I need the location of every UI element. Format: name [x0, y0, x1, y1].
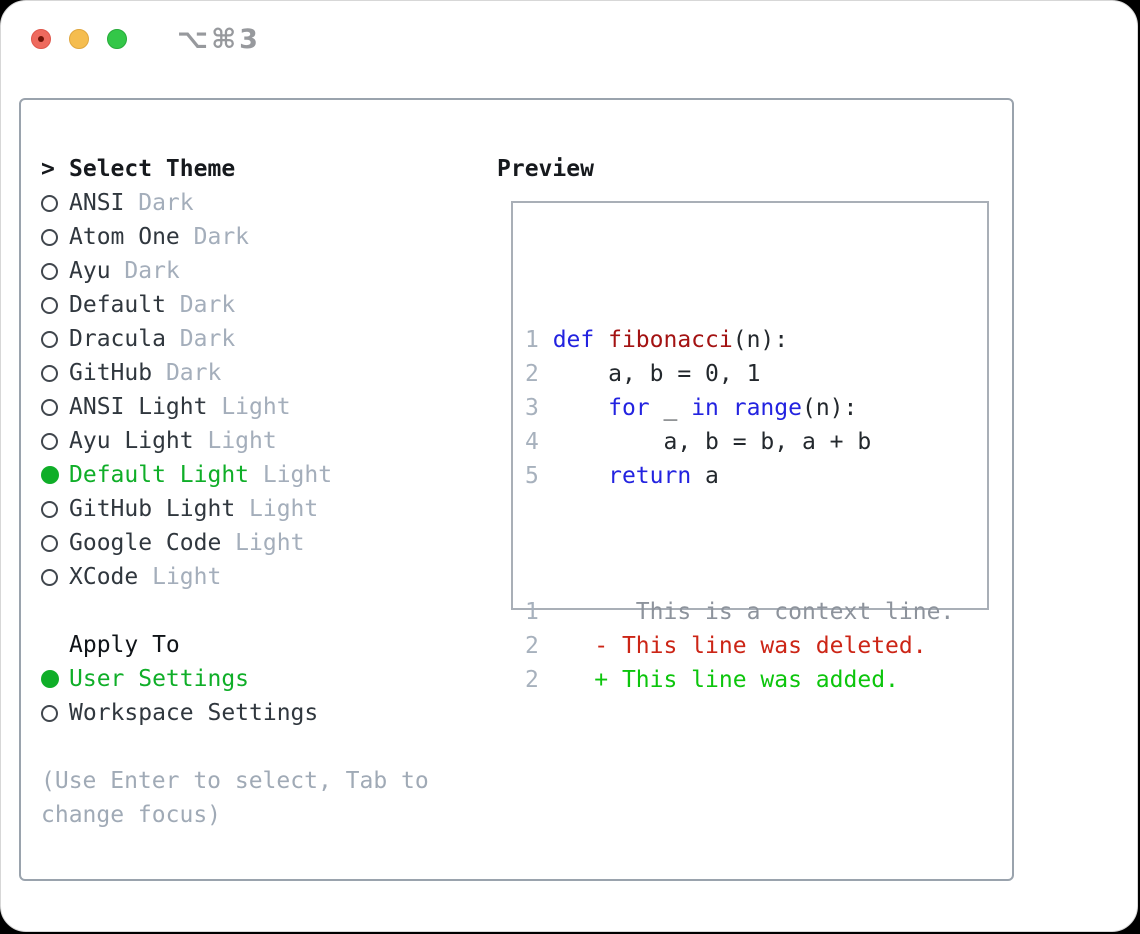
theme-option-github[interactable]: GitHub Dark — [41, 356, 481, 390]
radio-icon — [41, 262, 58, 280]
option-label: XCode — [69, 564, 139, 590]
theme-list-title: Select Theme — [69, 156, 236, 182]
option-label: ANSI Light — [69, 394, 208, 420]
apply-option-workspace-settings[interactable]: Workspace Settings — [41, 696, 481, 730]
minimize-button[interactable] — [69, 29, 89, 49]
radio-icon — [41, 534, 58, 552]
option-label: Ayu — [69, 258, 111, 284]
radio-icon — [41, 704, 58, 722]
option-label: Workspace Settings — [69, 700, 319, 726]
radio-icon — [41, 228, 58, 246]
selection-caret-icon: > — [41, 156, 55, 182]
window-title: ⌥⌘3 — [177, 23, 261, 55]
radio-icon — [41, 364, 58, 382]
variant-label: Dark — [152, 360, 222, 386]
close-button[interactable] — [31, 29, 51, 49]
variant-label: Dark — [165, 326, 236, 352]
theme-list-header: > Select Theme — [41, 152, 481, 186]
variant-label: Light — [193, 428, 277, 454]
code-line-4: 4 a, b = b, a + b — [525, 429, 872, 455]
radio-selected-icon — [41, 466, 59, 484]
theme-option-google-code[interactable]: Google Code Light — [41, 526, 481, 560]
option-label: ANSI — [69, 190, 125, 216]
diff-line-2: 2 - This line was deleted. — [525, 633, 927, 659]
option-label: Google Code — [69, 530, 222, 556]
theme-option-ayu-light[interactable]: Ayu Light Light — [41, 424, 481, 458]
variant-label: Light — [235, 496, 319, 522]
option-label: GitHub Light — [69, 496, 236, 522]
theme-option-default-light[interactable]: Default Light Light — [41, 458, 481, 492]
variant-label: Dark — [110, 258, 180, 284]
diff-line-3: 2 + This line was added. — [525, 667, 899, 693]
option-label: Default — [69, 292, 166, 318]
radio-selected-icon — [41, 670, 59, 688]
option-label: Atom One — [69, 224, 180, 250]
radio-icon — [41, 500, 58, 518]
apply-to-title: Apply To — [69, 632, 180, 658]
radio-icon — [41, 194, 58, 212]
apply-to-header: Apply To — [41, 628, 481, 662]
code-line-1: 1 def fibonacci(n): — [525, 327, 789, 353]
variant-label: Light — [221, 530, 305, 556]
apply-option-user-settings[interactable]: User Settings — [41, 662, 481, 696]
code-preview: 1 def fibonacci(n): 2 a, b = 0, 1 3 for _ … — [525, 323, 954, 493]
theme-option-github-light[interactable]: GitHub Light Light — [41, 492, 481, 526]
variant-label: Dark — [124, 190, 194, 216]
radio-icon — [41, 432, 58, 450]
option-label: Default Light — [69, 462, 250, 488]
variant-label: Light — [249, 462, 333, 488]
radio-icon — [41, 398, 58, 416]
theme-option-ansi[interactable]: ANSI Dark — [41, 186, 481, 220]
traffic-lights — [31, 29, 127, 49]
variant-label: Light — [138, 564, 222, 590]
variant-label: Dark — [179, 224, 250, 250]
preview-title: Preview — [497, 156, 594, 182]
theme-option-xcode[interactable]: XCode Light — [41, 560, 481, 594]
option-label: Ayu Light — [69, 428, 194, 454]
titlebar: ⌥⌘3 — [1, 1, 1137, 77]
option-label: User Settings — [69, 666, 250, 692]
radio-icon — [41, 568, 58, 586]
theme-option-ansi-light[interactable]: ANSI Light Light — [41, 390, 481, 424]
code-line-2: 2 a, b = 0, 1 — [525, 361, 761, 387]
variant-label: Light — [207, 394, 291, 420]
zoom-button[interactable] — [107, 29, 127, 49]
preview-box: 1 def fibonacci(n): 2 a, b = 0, 1 3 for _ … — [511, 201, 989, 693]
theme-option-atom-one[interactable]: Atom One Dark — [41, 220, 481, 254]
code-line-3: 3 for _ in range(n): — [525, 395, 858, 421]
diff-preview: 1 This is a context line. 2 - This line w… — [525, 595, 954, 697]
variant-label: Dark — [165, 292, 236, 318]
theme-option-dracula[interactable]: Dracula Dark — [41, 322, 481, 356]
radio-icon — [41, 330, 58, 348]
preview-header: Preview — [497, 152, 594, 186]
radio-icon — [41, 296, 58, 314]
option-label: Dracula — [69, 326, 166, 352]
theme-option-ayu[interactable]: Ayu Dark — [41, 254, 481, 288]
option-label: GitHub — [69, 360, 153, 386]
theme-option-default[interactable]: Default Dark — [41, 288, 481, 322]
code-line-5: 5 return a — [525, 463, 719, 489]
diff-line-1: 1 This is a context line. — [525, 599, 955, 625]
